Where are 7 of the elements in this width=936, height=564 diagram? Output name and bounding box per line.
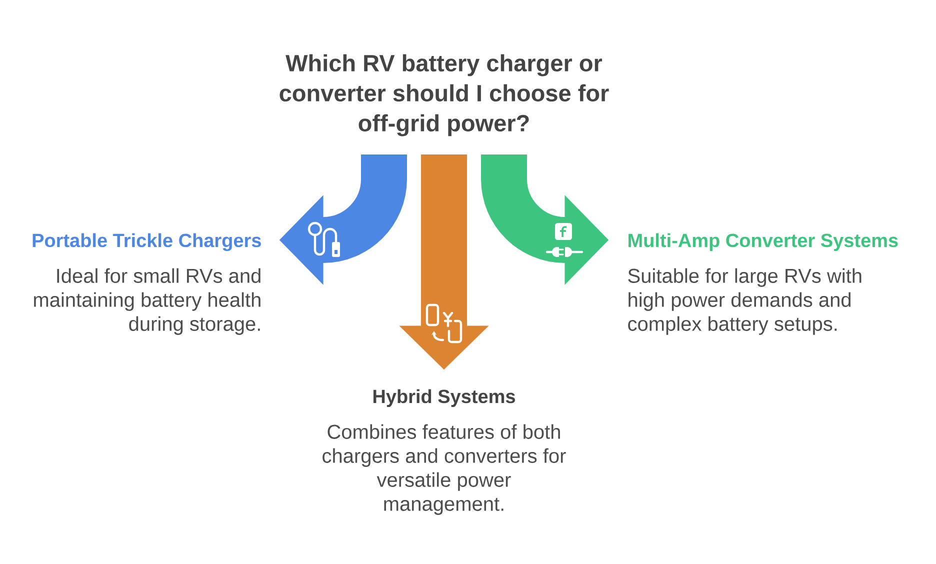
- description: Ideal for small RVs and maintaining battery health during storage.: [34, 268, 260, 335]
- description: Combines features of both chargers and converters for versatile power management.: [322, 424, 566, 515]
- option-heading: Multi-Amp Converter Systems: [628, 233, 898, 251]
- description: Suitable for large RVs with high power demands and complex battery setups.: [628, 268, 862, 335]
- question-heading: Which RV battery charger or converter should I choose for off-grid power?: [280, 54, 609, 136]
- option-heading: Hybrid Systems: [373, 389, 515, 407]
- option-heading: Portable Trickle Chargers: [32, 233, 261, 252]
